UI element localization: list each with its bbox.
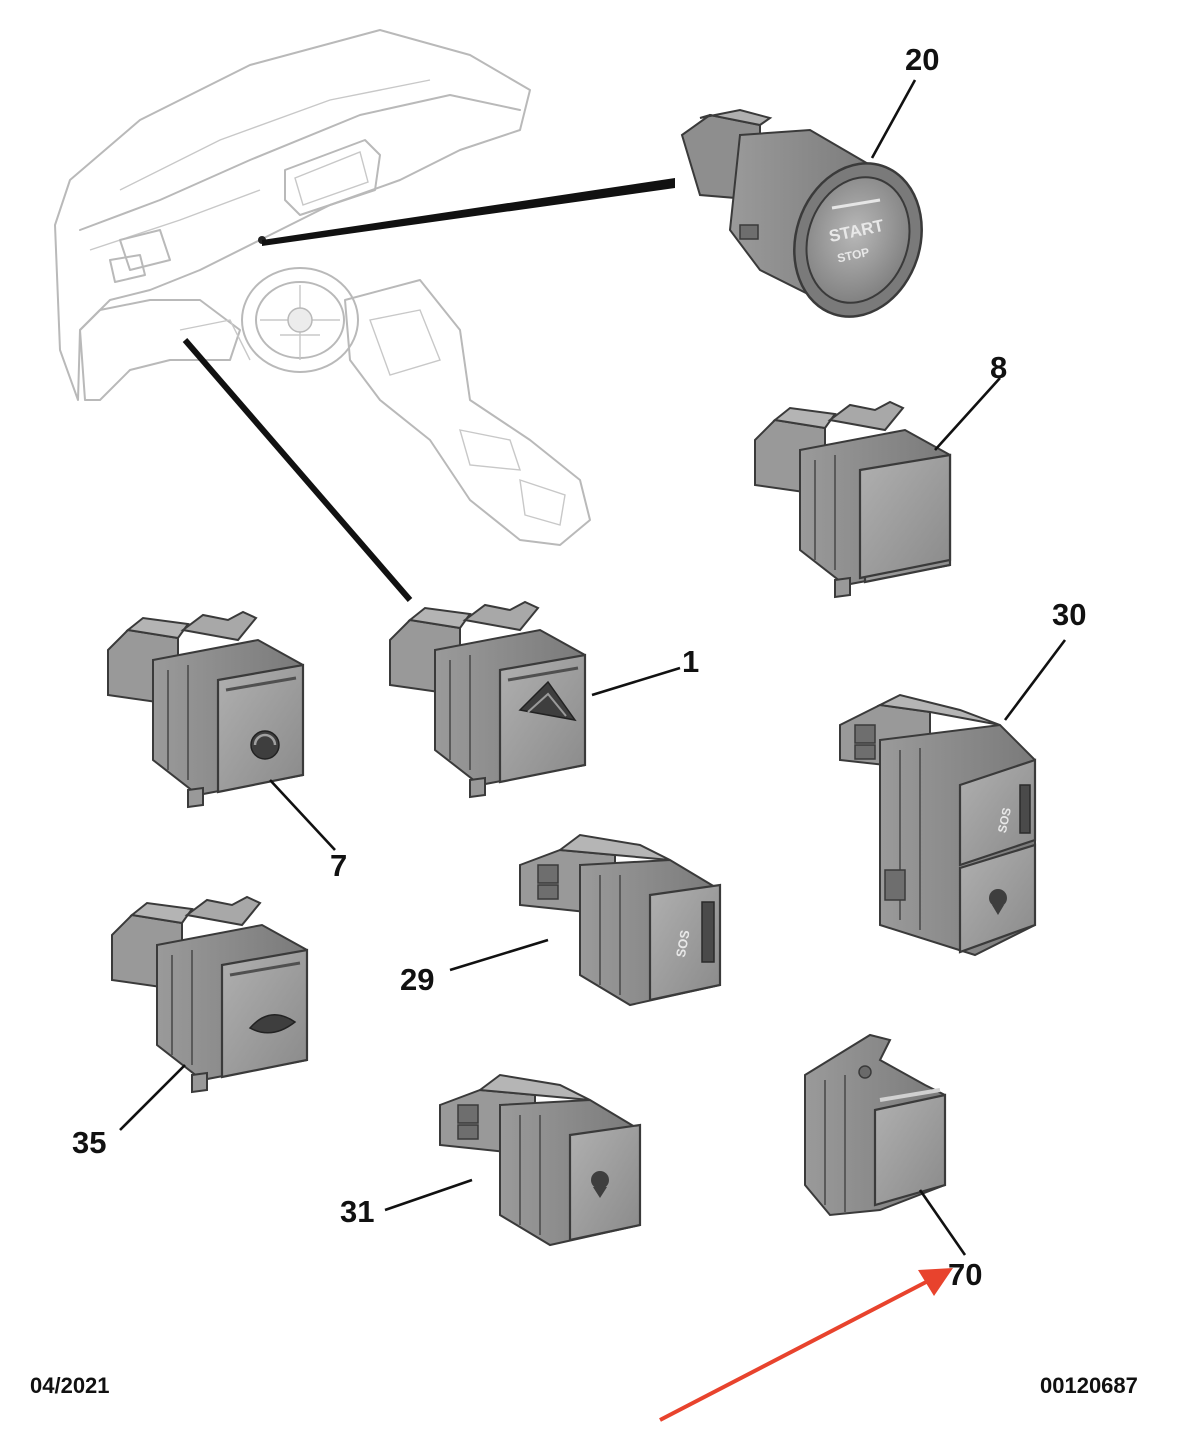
callout-30: 30 (1052, 597, 1086, 632)
callout-29: 29 (400, 962, 434, 997)
part-29-sos-switch: SOS (518, 833, 722, 1007)
footer-date: 04/2021 (30, 1373, 110, 1398)
callout-8: 8 (990, 350, 1007, 385)
sos-label-29: SOS (673, 929, 693, 959)
callout-31: 31 (340, 1194, 374, 1229)
callout-70: 70 (948, 1257, 982, 1292)
part-8-switch (753, 400, 952, 599)
dashboard-illustration (54, 29, 591, 546)
sos-label-30: SOS (995, 806, 1014, 834)
part-30-double-switch: SOS (839, 693, 1037, 957)
part-20-start-stop-button: START STOP (680, 108, 923, 318)
footer-reference: 00120687 (1040, 1373, 1138, 1398)
part-70-blank-switch (804, 1033, 947, 1217)
part-1-switch (388, 600, 587, 799)
part-35-switch (110, 895, 309, 1094)
part-7-switch (106, 610, 305, 809)
part-31-switch (438, 1073, 642, 1247)
callout-7: 7 (330, 848, 347, 883)
callout-20: 20 (905, 42, 939, 77)
callout-1: 1 (682, 644, 699, 679)
stop-label: STOP (836, 245, 871, 265)
red-arrow-annotation (659, 1268, 953, 1422)
callout-35: 35 (72, 1125, 106, 1160)
